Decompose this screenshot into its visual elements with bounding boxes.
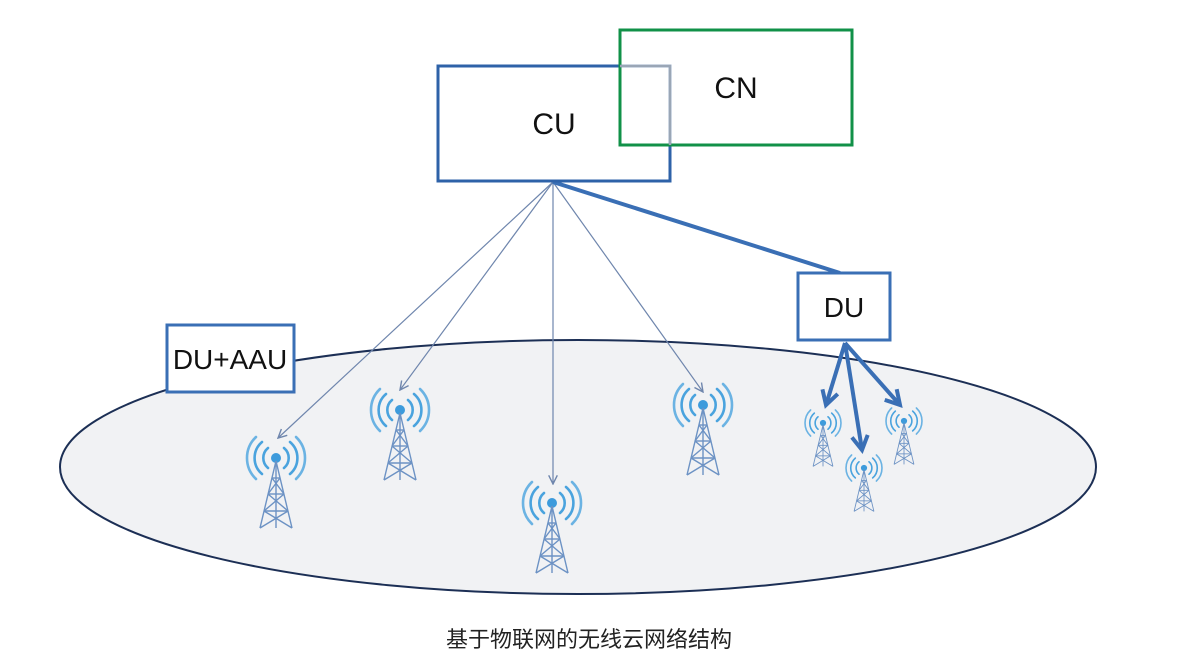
du-aau-label: DU+AAU — [173, 344, 287, 375]
link-cu-tower-4 — [552, 181, 703, 392]
du-label: DU — [824, 292, 864, 323]
du-aau-node: DU+AAU — [165, 323, 296, 394]
link-du-tower-7 — [843, 341, 903, 409]
link-du-tower-5 — [820, 342, 847, 409]
du-links — [820, 341, 903, 454]
link-cu-tower-1 — [278, 181, 554, 438]
cn-node: CN — [618, 28, 854, 147]
link-cu-tower-2 — [400, 181, 554, 390]
cu-label: CU — [532, 108, 575, 141]
diagram-caption: 基于物联网的无线云网络结构 — [445, 628, 732, 653]
cu-links — [278, 181, 703, 484]
link-du-tower-6 — [843, 342, 870, 454]
link-cu-du — [552, 180, 841, 275]
cn-label: CN — [714, 72, 757, 105]
du-node: DU — [796, 271, 892, 342]
